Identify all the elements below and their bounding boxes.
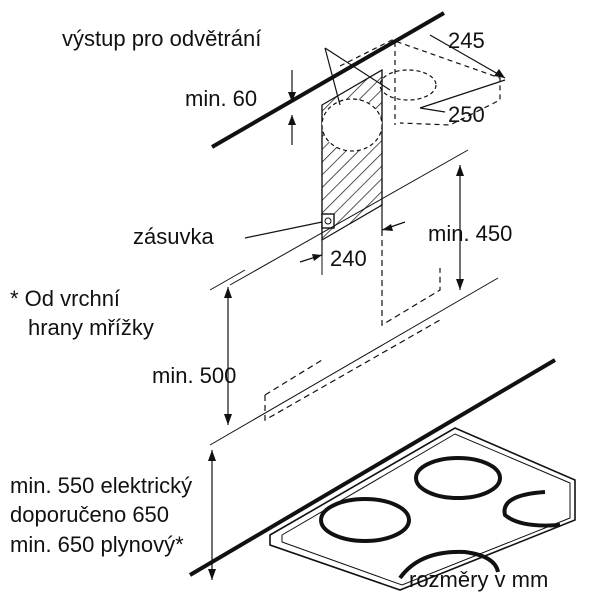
label-dim-240: 240 <box>330 246 367 271</box>
vent-leader-1 <box>324 47 341 106</box>
ceiling-bracket-dashed <box>339 39 501 126</box>
label-dim-245: 245 <box>448 28 485 53</box>
label-dim-250: 250 <box>448 102 485 127</box>
socket-hole <box>324 217 332 225</box>
burner-2 <box>319 497 411 543</box>
vent-leader-2 <box>324 47 391 91</box>
dim-450-arrow-top <box>456 165 464 176</box>
label-min-500: min. 500 <box>152 363 236 388</box>
cooktop-panel-inner <box>281 433 571 586</box>
vent-outlet-circle <box>321 98 383 152</box>
dim-450-arrow-bottom <box>456 279 464 290</box>
dim-550-arrow-bottom <box>208 569 216 580</box>
burner-4 <box>398 549 500 580</box>
label-units: rozměry v mm <box>409 567 548 592</box>
dim-245-arrow <box>494 69 505 78</box>
dim-250-line <box>419 79 506 109</box>
label-min-60: min. 60 <box>185 86 257 111</box>
dim-60-arrow-bottom <box>288 115 296 125</box>
label-min-450: min. 450 <box>428 221 512 246</box>
ext-line-hood-bottom <box>209 277 499 446</box>
socket-leader <box>244 221 323 239</box>
dim-500-arrow-top <box>224 287 232 298</box>
dim-240-arrow-left <box>312 254 322 261</box>
dim-500-arrow-bottom <box>224 414 232 425</box>
burner-1 <box>414 456 502 500</box>
label-clearance-line1: min. 550 elektrický <box>10 473 192 498</box>
label-socket: zásuvka <box>133 224 214 249</box>
vent-outlet-rear <box>379 69 437 101</box>
burner-3 <box>502 490 561 528</box>
dim-60-arrow-top <box>288 92 296 102</box>
label-vent-outlet: výstup pro odvětrání <box>62 26 261 51</box>
dim-250-leader <box>419 107 446 113</box>
hood-dashed-top <box>264 359 323 396</box>
hood-dashed-outline <box>264 319 441 422</box>
cooktop-panel-outer <box>269 427 576 591</box>
label-clearance-line2: doporučeno 650 <box>10 502 169 527</box>
label-clearance-line3: min. 650 plynový* <box>10 532 184 557</box>
chimney-dashed-extension <box>381 230 441 327</box>
label-footnote-line2: hrany mřížky <box>28 315 154 340</box>
label-footnote-line1: * Od vrchní <box>10 286 120 311</box>
dim-550-arrow-top <box>208 450 216 461</box>
cooktop-edge-line <box>188 358 557 577</box>
ext-line-500-top <box>209 269 246 291</box>
socket-box <box>321 213 335 229</box>
dim-240-arrow-right <box>382 224 393 231</box>
dim-245-line <box>429 34 506 79</box>
ceiling-line <box>210 11 446 149</box>
ext-line-hood-top <box>229 149 469 286</box>
